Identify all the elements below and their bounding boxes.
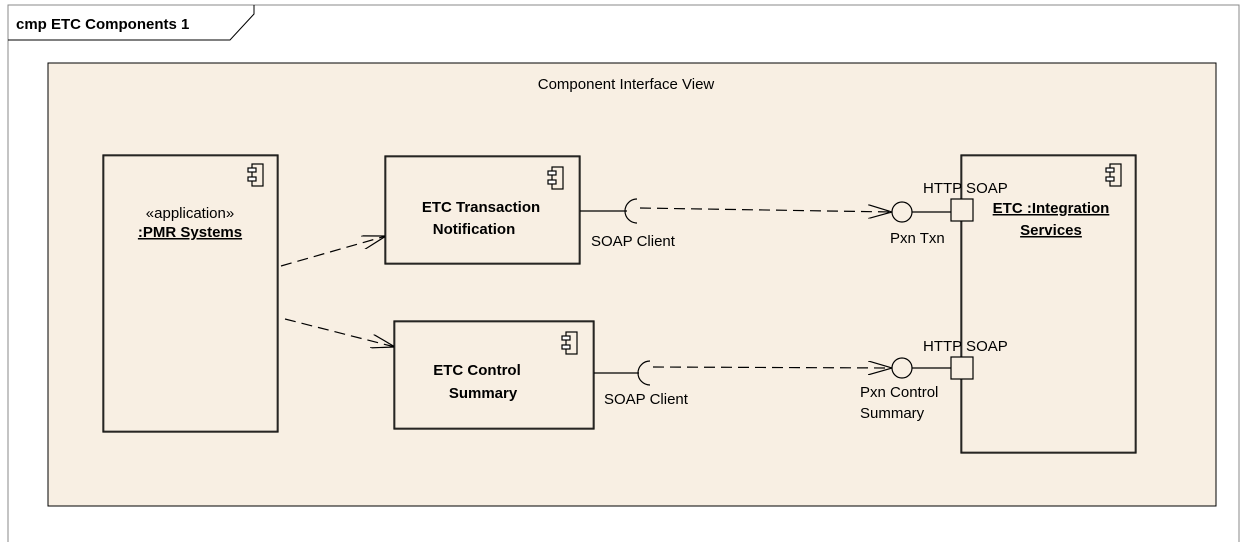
control-name-line2: Summary <box>449 385 518 402</box>
soap-client-label-1: SOAP Client <box>591 233 676 250</box>
transaction-name-line2: Notification <box>433 221 516 238</box>
pxn-control-label-line2: Summary <box>860 405 925 422</box>
transaction-name-line1: ETC Transaction <box>422 199 540 216</box>
port-square-icon <box>950 198 974 222</box>
control-name-line1: ETC Control <box>433 362 521 379</box>
port-square-icon <box>950 356 974 380</box>
frame-title: cmp ETC Components 1 <box>16 16 189 33</box>
component-etc-integration-services[interactable]: ETC :Integration Services <box>960 154 1137 454</box>
required-interface-soap-client-2[interactable]: SOAP Client <box>594 360 689 408</box>
port-http-soap-2[interactable]: HTTP SOAP <box>923 338 1008 380</box>
provided-interface-pxn-txn[interactable]: Pxn Txn <box>890 201 951 247</box>
port-http-soap-1[interactable]: HTTP SOAP <box>923 180 1008 222</box>
component-etc-control-summary[interactable]: ETC Control Summary <box>393 320 595 430</box>
component-pmr-systems[interactable]: «application» :PMR Systems <box>102 154 279 433</box>
pmr-stereotype: «application» <box>146 205 234 222</box>
socket-icon <box>637 360 651 386</box>
pxn-control-label-line1: Pxn Control <box>860 384 938 401</box>
socket-icon <box>624 198 638 224</box>
view-title: Component Interface View <box>538 76 715 93</box>
dependency-pmr-to-control <box>284 318 395 347</box>
soap-client-label-2: SOAP Client <box>604 391 689 408</box>
pmr-name: :PMR Systems <box>138 224 242 241</box>
provided-interface-pxn-control-summary[interactable]: Pxn Control Summary <box>860 357 951 422</box>
http-soap-label-2: HTTP SOAP <box>923 338 1008 355</box>
dependency-soap-to-pxn-control <box>652 367 892 368</box>
pxn-txn-label: Pxn Txn <box>890 230 945 247</box>
dependency-lines <box>280 208 892 368</box>
component-etc-transaction-notification[interactable]: ETC Transaction Notification <box>384 155 581 265</box>
integration-name-line2: Services <box>1020 222 1082 239</box>
lollipop-icon <box>891 357 913 379</box>
lollipop-icon <box>891 201 913 223</box>
required-interface-soap-client-1[interactable]: SOAP Client <box>580 198 676 250</box>
http-soap-label-1: HTTP SOAP <box>923 180 1008 197</box>
dependency-pmr-to-transaction <box>280 236 386 267</box>
dependency-soap-to-pxn-txn <box>639 208 892 212</box>
integration-name-line1: ETC :Integration <box>993 200 1110 217</box>
